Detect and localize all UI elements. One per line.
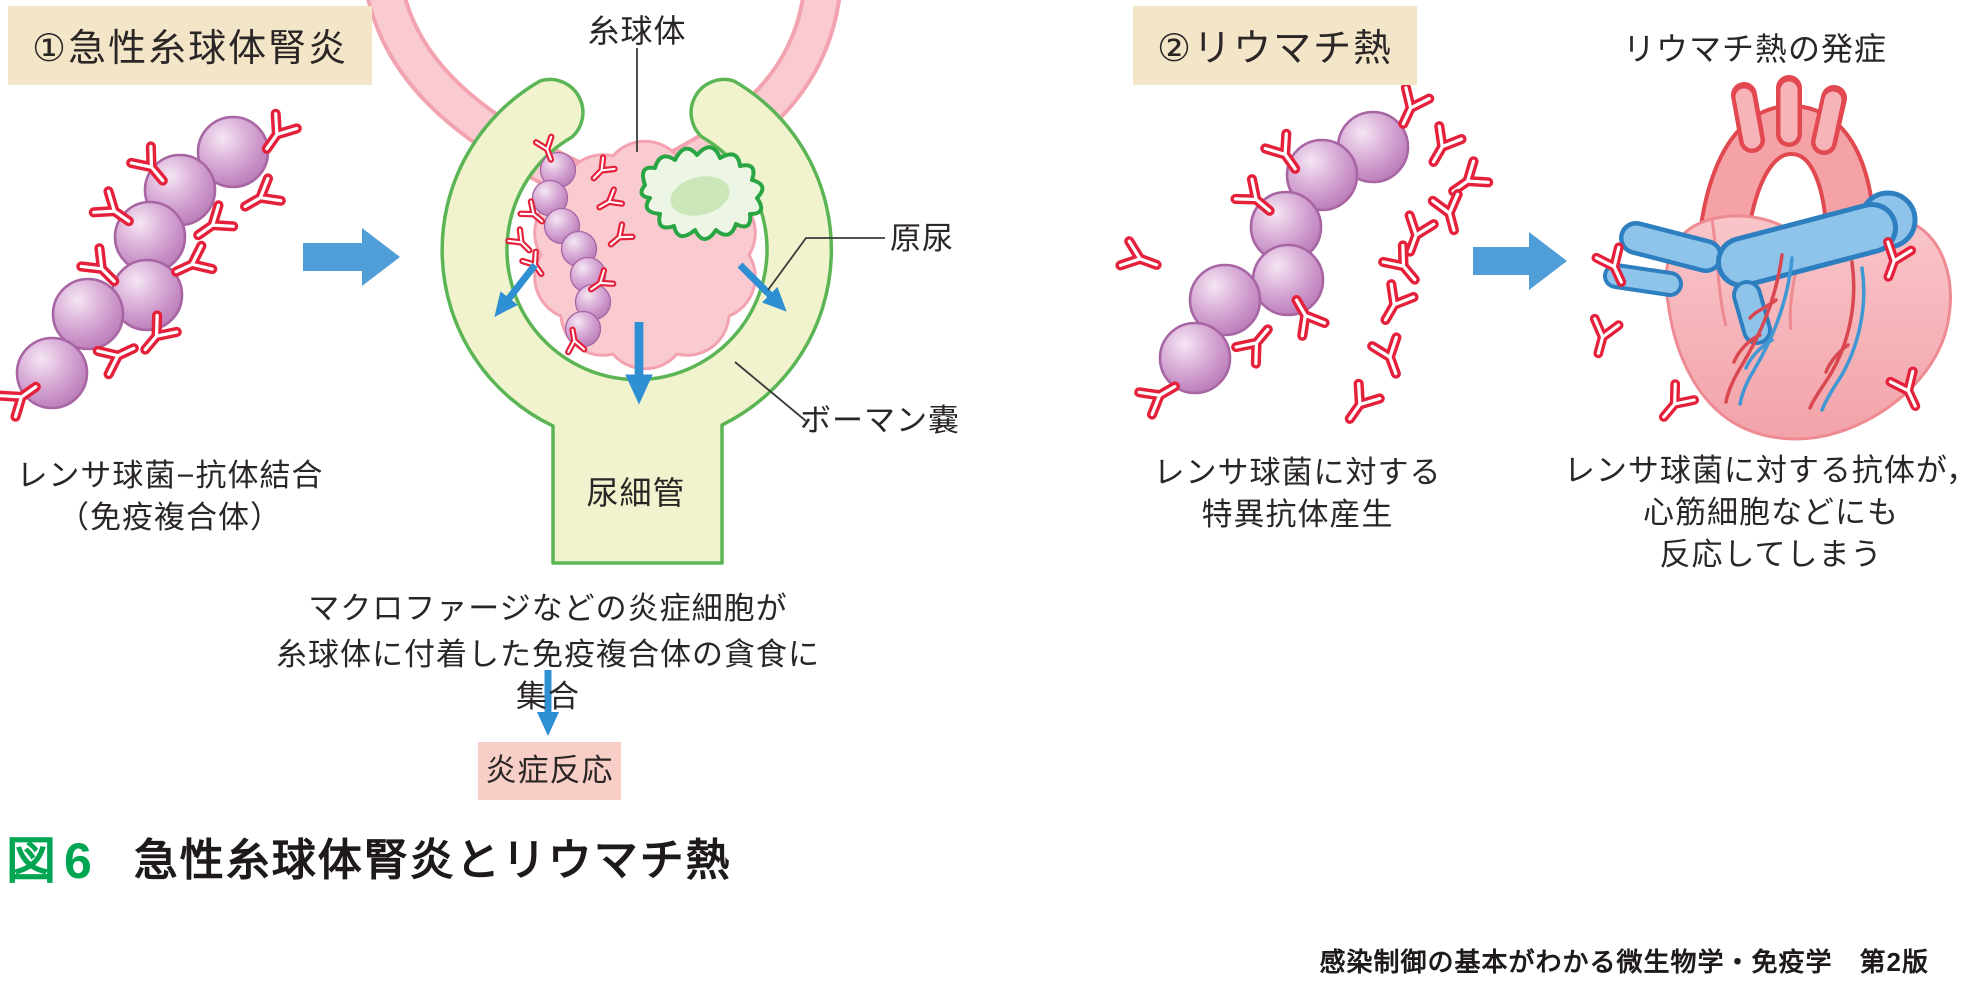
glomerulus-label: 糸球体 <box>587 13 687 49</box>
figure-mark: 図 <box>6 833 56 889</box>
heart-illustration <box>1586 75 1952 441</box>
aorta-branches <box>1731 75 1847 155</box>
bowman-capsule-label: ボーマン嚢 <box>800 403 960 438</box>
section-tag-glomerulonephritis: ①急性糸球体腎炎 <box>8 6 373 85</box>
immune-complex-illustration <box>1 114 297 417</box>
process-text-line1: マクロファージなどの炎症細胞が <box>308 591 788 626</box>
antibody-production-label-line2: 特異抗体産生 <box>1201 497 1394 532</box>
immune-complex-label-line1: レンサ球菌−抗体結合 <box>16 458 324 493</box>
source-credit: 感染制御の基本がわかる微生物学・免疫学 第2版 <box>1319 947 1929 977</box>
big-arrow-left <box>303 228 400 286</box>
reaction-label-line1: レンサ球菌に対する抗体が， <box>1563 453 1979 488</box>
inflammation-outcome-box: 炎症反応 <box>478 742 621 800</box>
big-arrow-right <box>1473 232 1567 290</box>
process-text-line2: 糸球体に付着した免疫複合体の貪食に集合 <box>276 637 820 714</box>
coronary-vessels <box>1724 253 1866 412</box>
antibody-production-illustration <box>1120 88 1488 426</box>
heart-title: リウマチ熱の発症 <box>1622 31 1887 67</box>
macrophage-cell <box>639 145 765 241</box>
immune-complex-label-line2: （免疫複合体） <box>58 500 282 535</box>
antibody-production-label-line1: レンサ球菌に対する <box>1153 455 1442 490</box>
renal-tubule-label: 尿細管 <box>586 475 686 511</box>
pulmonary-vessels <box>1603 190 1918 345</box>
nephron-illustration <box>366 0 885 565</box>
reaction-label-line2: 心筋細胞などにも <box>1643 495 1899 530</box>
figure-number: 6 <box>64 833 92 889</box>
bowman-capsule-shape <box>440 77 834 565</box>
section-tag-rheumatic-fever: ②リウマチ熱 <box>1133 6 1418 85</box>
figure-caption-title: 急性糸球体腎炎とリウマチ熱 <box>133 836 732 885</box>
leader-lines <box>636 48 885 422</box>
reaction-label-line3: 反応してしまう <box>1659 537 1883 572</box>
primary-urine-label: 原尿 <box>890 221 954 256</box>
